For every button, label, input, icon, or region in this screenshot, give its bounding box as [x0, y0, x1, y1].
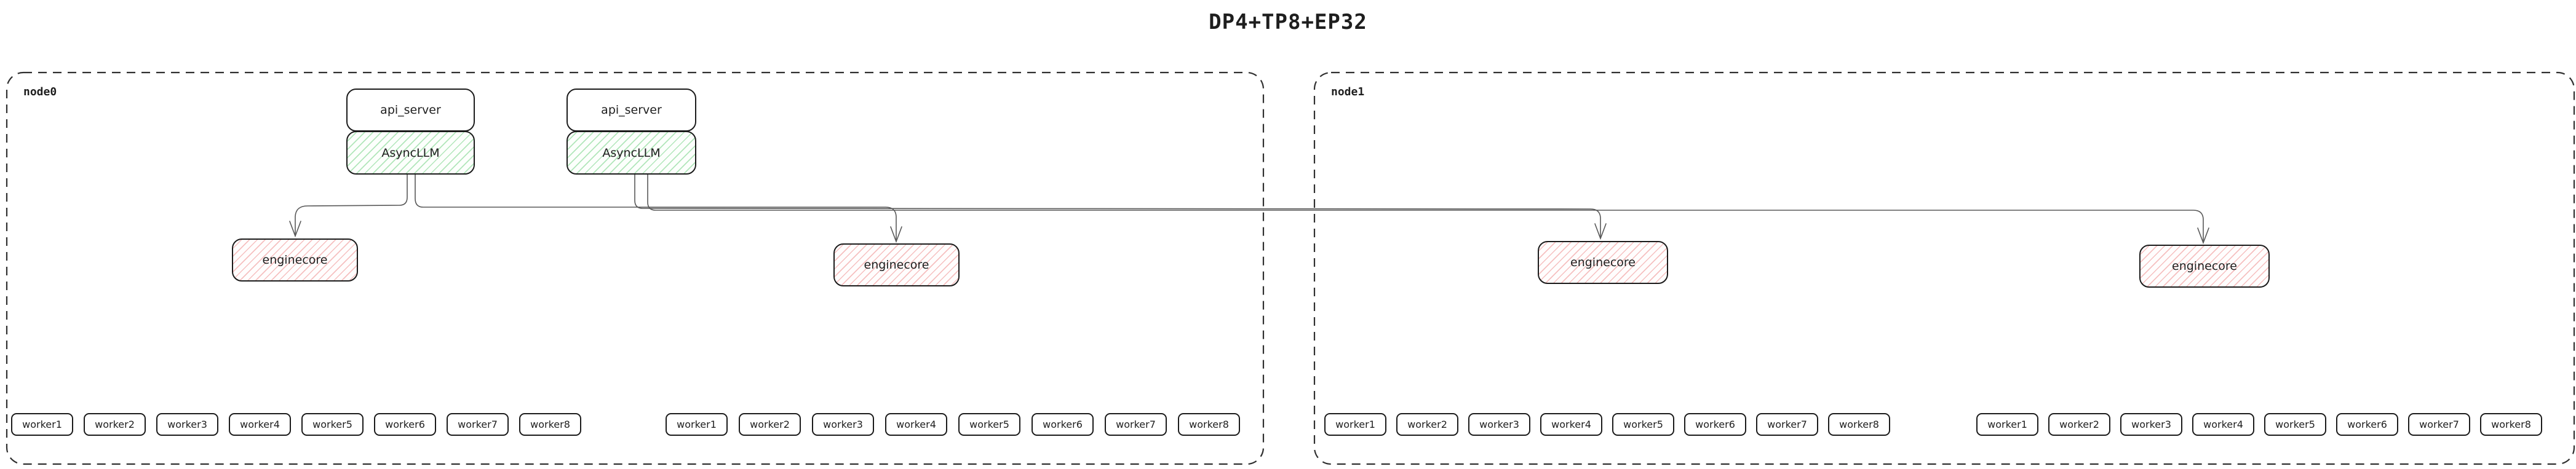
api-server-label: api_server: [601, 103, 662, 117]
node1-dashed-border: [1313, 71, 2575, 465]
worker-box: worker2: [739, 413, 801, 436]
connector-asyncllm2-to-enginecore4: [647, 174, 2209, 245]
arrowhead-enginecore2: [890, 226, 902, 243]
worker-box: worker3: [2120, 413, 2182, 436]
enginecore-box-3: enginecore: [1538, 241, 1668, 284]
worker-box: worker5: [958, 413, 1020, 436]
worker-box: worker4: [885, 413, 947, 436]
worker-box: worker8: [1178, 413, 1240, 436]
arrowhead-enginecore3: [1594, 223, 1607, 240]
worker-box: worker8: [1828, 413, 1890, 436]
api-server-box-1: api_server: [346, 89, 475, 132]
enginecore-label: enginecore: [262, 253, 328, 267]
worker-box: worker1: [11, 413, 73, 436]
worker-box: worker6: [1032, 413, 1094, 436]
enginecore-box-4: enginecore: [2139, 245, 2270, 288]
connector-asyncllm2-to-enginecore3: [634, 174, 1607, 240]
worker-box: worker2: [84, 413, 146, 436]
worker-box: worker5: [2264, 413, 2326, 436]
worker-box: worker7: [1105, 413, 1167, 436]
worker-box: worker6: [1684, 413, 1746, 436]
node0-dashed-border: [6, 71, 1265, 465]
worker-box: worker3: [812, 413, 874, 436]
worker-box: worker8: [2480, 413, 2542, 436]
worker-group-node1-2: worker1 worker2 worker3 worker4 worker5 …: [1976, 413, 2542, 436]
enginecore-box-2: enginecore: [833, 243, 960, 286]
asyncllm-box-2: AsyncLLM: [566, 131, 696, 175]
worker-box: worker3: [1468, 413, 1530, 436]
worker-box: worker4: [2192, 413, 2254, 436]
connector-asyncllm1-to-enginecore2: [415, 174, 902, 243]
worker-box: worker1: [1976, 413, 2038, 436]
asyncllm-label: AsyncLLM: [381, 146, 440, 160]
arrowhead-enginecore1: [289, 221, 301, 238]
api-server-box-2: api_server: [566, 89, 696, 132]
worker-group-node1-1: worker1 worker2 worker3 worker4 worker5 …: [1324, 413, 1890, 436]
worker-box: worker5: [301, 413, 364, 436]
worker-box: worker1: [666, 413, 728, 436]
arrowhead-enginecore4: [2197, 227, 2209, 245]
worker-box: worker4: [1540, 413, 1602, 436]
enginecore-box-1: enginecore: [232, 238, 358, 282]
worker-box: worker3: [156, 413, 218, 436]
worker-group-node0-2: worker1 worker2 worker3 worker4 worker5 …: [666, 413, 1240, 436]
enginecore-label: enginecore: [864, 258, 929, 272]
worker-box: worker2: [2048, 413, 2110, 436]
worker-box: worker7: [1756, 413, 1818, 436]
node1-label: node1: [1331, 85, 1365, 98]
node0-label: node0: [23, 85, 57, 98]
api-server-label: api_server: [380, 103, 441, 117]
worker-box: worker7: [447, 413, 509, 436]
worker-box: worker2: [1396, 413, 1458, 436]
enginecore-label: enginecore: [1570, 256, 1636, 269]
worker-box: worker1: [1324, 413, 1386, 436]
worker-box: worker5: [1612, 413, 1674, 436]
worker-box: worker6: [374, 413, 436, 436]
worker-box: worker4: [229, 413, 291, 436]
worker-box: worker7: [2408, 413, 2470, 436]
worker-box: worker8: [519, 413, 581, 436]
diagram-title: DP4+TP8+EP32: [1209, 10, 1367, 34]
asyncllm-label: AsyncLLM: [602, 146, 661, 160]
connector-asyncllm1-to-enginecore1: [289, 174, 408, 238]
worker-group-node0-1: worker1 worker2 worker3 worker4 worker5 …: [11, 413, 581, 436]
asyncllm-box-1: AsyncLLM: [346, 131, 475, 175]
enginecore-label: enginecore: [2172, 259, 2237, 273]
worker-box: worker6: [2336, 413, 2398, 436]
